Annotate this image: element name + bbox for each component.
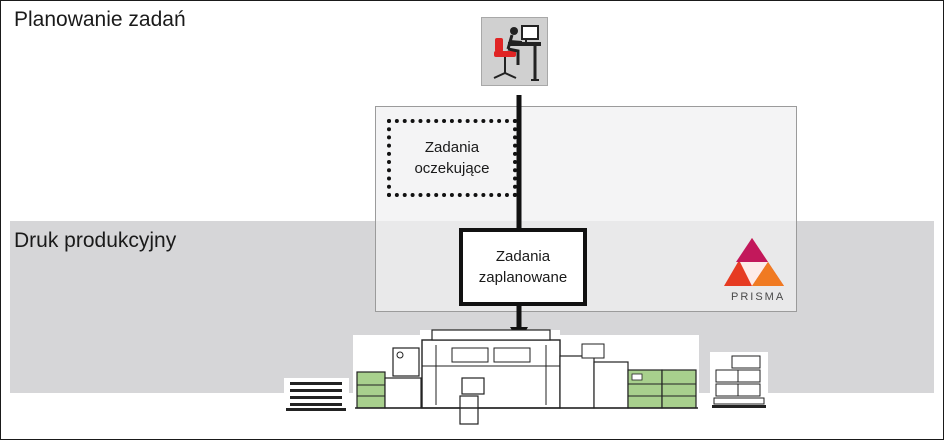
scheduled-jobs-box: Zadania zaplanowane [459, 228, 587, 306]
pending-jobs-box: Zadania oczekujące [387, 119, 517, 197]
workstation-icon [481, 17, 548, 86]
prisma-logo-text: PRISMA [731, 291, 786, 303]
scheduled-jobs-label: Zadania zaplanowane [478, 248, 568, 286]
production-label: Druk produkcyjny [14, 229, 177, 252]
paper-stack-icon [284, 378, 349, 412]
scheduling-label: Planowanie zadań [14, 8, 186, 31]
pending-jobs-label: Zadania oczekujące [414, 139, 490, 177]
prisma-logo-icon [724, 238, 784, 286]
box-stack-icon [710, 352, 768, 412]
